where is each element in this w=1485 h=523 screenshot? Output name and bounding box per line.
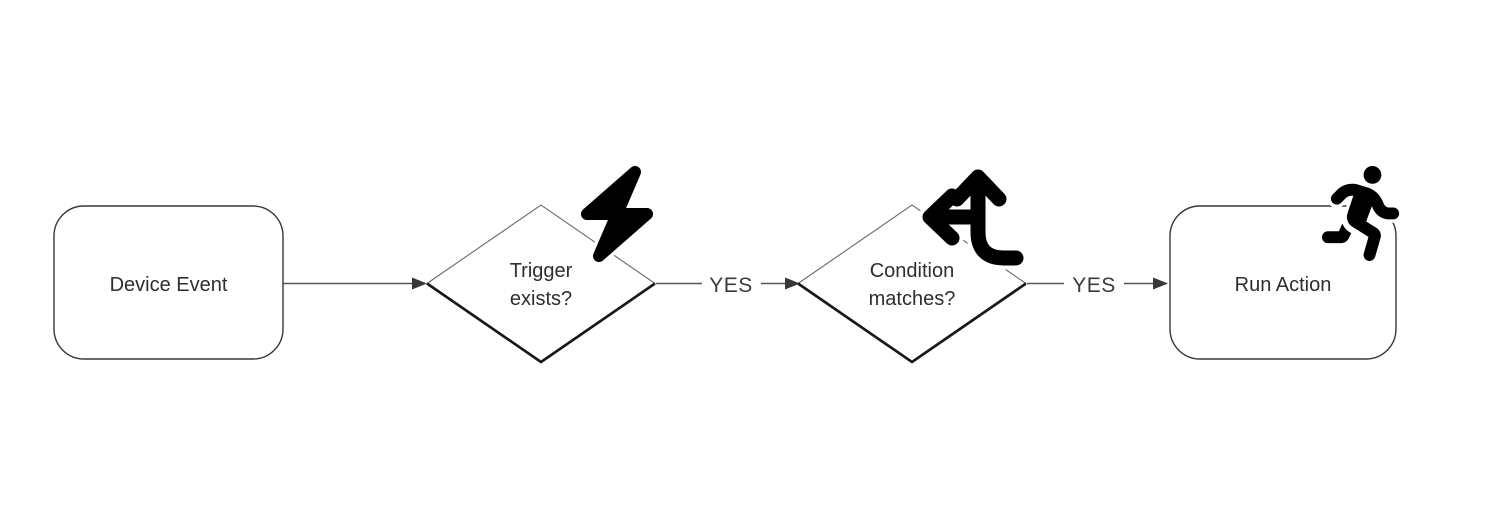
split-arrows-icon <box>918 165 1028 270</box>
diamond-shape <box>797 282 1027 364</box>
edge-label-yes: YES <box>709 274 753 297</box>
person-running-icon <box>1318 162 1403 265</box>
arrowhead-icon <box>785 277 800 290</box>
node-label: Trigger <box>510 260 573 282</box>
node-run-action: Run Action <box>1169 162 1403 360</box>
arrowhead-icon <box>1153 277 1168 290</box>
diamond-shape <box>426 282 656 364</box>
diamond-shape <box>426 204 656 284</box>
node-device-event: Device Event <box>53 205 284 360</box>
node-label: exists? <box>510 288 572 310</box>
node-label: matches? <box>869 288 956 310</box>
arrowhead-icon <box>412 277 427 290</box>
node-label: Device Event <box>110 274 228 296</box>
node-condition-matches: Condition matches? <box>797 165 1028 364</box>
edge-label-yes: YES <box>1072 274 1116 297</box>
diamond-fill <box>798 205 1026 362</box>
edge-condition-to-run-action: YES <box>1027 274 1168 297</box>
lightning-bolt-icon <box>577 162 657 266</box>
node-trigger-exists: Trigger exists? <box>426 162 657 364</box>
rounded-rect-shape <box>53 205 284 360</box>
node-label: Condition <box>870 260 955 282</box>
edge-trigger-to-condition: YES <box>656 274 800 297</box>
node-label: Run Action <box>1235 274 1332 296</box>
edge-device-event-to-trigger <box>283 277 427 290</box>
